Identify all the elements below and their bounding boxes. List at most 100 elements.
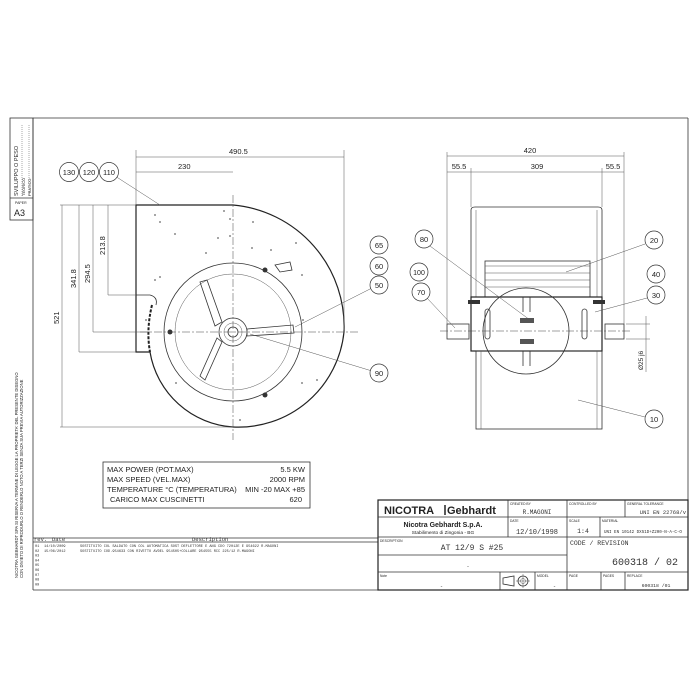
- revision-rev: 04: [35, 559, 39, 563]
- svg-text:rev.: rev.: [34, 536, 47, 543]
- projection-symbol-icon: [502, 574, 530, 588]
- legal-notice-line2: CON DIVIETO DI RIPRODURLO O RENDERLO NOT…: [19, 379, 24, 578]
- svg-text:65: 65: [375, 241, 383, 250]
- spec-value: 620: [289, 495, 302, 504]
- plant-name: Stabilimento di Zingonia - BG: [412, 530, 475, 536]
- spec-value: 2000 RPM: [270, 475, 305, 484]
- dim-middle-309: 309: [531, 162, 544, 171]
- legal-notice-line1: NICOTRA GEBHARDT SPA SI RISERVA A TERMIN…: [14, 372, 19, 578]
- revision-row: 07: [35, 574, 39, 578]
- balloon-110: 110: [99, 162, 119, 182]
- dim-overall-width: 490.5: [229, 147, 248, 156]
- svg-text:NICOTRA: NICOTRA: [384, 505, 434, 517]
- svg-text:80: 80: [420, 235, 428, 244]
- spec-label: CARICO MAX CUSCINETTI: [110, 495, 205, 504]
- balloon-50: 50: [369, 275, 389, 295]
- balloon-130: 130: [59, 162, 79, 182]
- model-label: MODEL: [537, 574, 549, 578]
- drawing-date: 12/10/1998: [516, 529, 558, 537]
- note-label: Note: [380, 574, 387, 578]
- material: UNI EN 10142 DX51D+Z200-N-A-C-O: [604, 531, 682, 535]
- revision-rev: 01: [35, 545, 39, 549]
- description-label: DESCRIPTION: [380, 539, 403, 543]
- svg-text:30: 30: [652, 291, 660, 300]
- balloon-60: 60: [369, 256, 389, 276]
- date-label: DATE: [510, 519, 519, 523]
- revision-rev: 08: [35, 579, 39, 583]
- revision-rev: 07: [35, 574, 39, 578]
- svg-text:20: 20: [650, 236, 658, 245]
- title-block: [377, 499, 689, 591]
- balloon-20: 20: [644, 230, 664, 250]
- material-label: MATERIAL: [602, 519, 618, 523]
- front-view: [60, 150, 360, 440]
- revision-rev: 02: [35, 550, 39, 554]
- revision-row: 04: [35, 559, 39, 563]
- dim-overall-420: 420: [524, 146, 537, 155]
- revision-rev: 06: [35, 569, 39, 573]
- svg-text:50: 50: [375, 281, 383, 290]
- side-view: [440, 152, 650, 430]
- revision-rev: 09: [35, 583, 39, 587]
- note: -: [440, 584, 443, 590]
- spec-value: 5.5 KW: [280, 465, 306, 474]
- revision-row: 05: [35, 564, 39, 568]
- scale: 1:4: [577, 528, 589, 535]
- svg-text:Gebhardt: Gebhardt: [447, 505, 496, 517]
- tolerance: UNI EN 22768/v: [640, 509, 687, 516]
- balloon-65: 65: [369, 235, 389, 255]
- revision-row: 01 14/10/2009 SOSTITUITO COL SALDATO CON C…: [35, 544, 278, 549]
- company-logo: NICOTRA Gebhardt: [384, 505, 496, 517]
- specs-table: MAX POWER (POT.MAX) 5.5 KW MAX SPEED (VE…: [102, 461, 311, 509]
- dim-half-width: 230: [178, 162, 191, 171]
- spec-label: MAX POWER (POT.MAX): [107, 465, 194, 474]
- description: AT 12/9 S #25: [441, 544, 504, 553]
- balloon-30: 30: [646, 285, 666, 305]
- dim-left-55-5: 55.5: [452, 162, 467, 171]
- balloon-40: 40: [646, 264, 666, 284]
- code-label: CODE / REVISION: [570, 540, 629, 547]
- svg-text:120: 120: [83, 168, 96, 177]
- spec-label: TEMPERATURE °C (TEMPERATURA): [107, 485, 237, 494]
- code-revision: 600318 / 02: [612, 557, 678, 569]
- balloon-90: 90: [369, 363, 389, 383]
- sheet-frame: [9, 117, 689, 591]
- revision-row: 09: [35, 583, 39, 587]
- replace-label: REPLACE: [627, 574, 643, 578]
- revision-row: 08: [35, 579, 39, 583]
- revision-desc: SOSTITUITO COL SALDATO CON COL AUTOMATIC…: [80, 545, 278, 549]
- paper-label: PAPER: [15, 201, 27, 205]
- svg-text:40: 40: [652, 270, 660, 279]
- revision-date: 14/10/2009: [44, 544, 66, 549]
- svg-text:110: 110: [103, 168, 115, 177]
- scale-label: SCALE: [569, 519, 581, 523]
- pages-label: PAGES: [603, 574, 615, 578]
- tolerance-label: GENERAL TOLERANCE: [627, 502, 664, 506]
- paper-size: A3: [14, 208, 25, 218]
- controlled-by-label: CONTROLLED BY: [569, 502, 598, 506]
- created-by: R.MAGONI: [523, 509, 552, 516]
- svg-text:100: 100: [413, 270, 425, 277]
- dim-341-8: 341.8: [69, 269, 78, 288]
- spec-label: MAX SPEED (VEL.MAX): [107, 475, 191, 484]
- svg-text:130: 130: [63, 168, 76, 177]
- dim-213-8: 213.8: [98, 236, 107, 255]
- side-sub-teorico: TEORICO: [21, 178, 26, 196]
- revision-rev: 05: [35, 564, 39, 568]
- revision-row: 06: [35, 569, 39, 573]
- description-2: -: [466, 564, 469, 570]
- svg-text:10: 10: [650, 415, 658, 424]
- dim-294-5: 294.5: [83, 264, 92, 283]
- balloon-120: 120: [79, 162, 99, 182]
- revision-desc: SOSTITUITO COD.954633 CON RIVETTO AVDEL …: [80, 549, 255, 554]
- balloon-80: 80: [414, 229, 434, 249]
- created-by-label: CREATED BY: [510, 502, 532, 506]
- spec-value: MIN -20 MAX +85: [245, 485, 305, 494]
- dim-height: 521: [52, 311, 61, 324]
- revision-row: 03: [35, 555, 39, 559]
- svg-text:70: 70: [417, 288, 425, 297]
- revision-rev: 03: [35, 555, 39, 559]
- dim-right-55-5: 55.5: [606, 162, 621, 171]
